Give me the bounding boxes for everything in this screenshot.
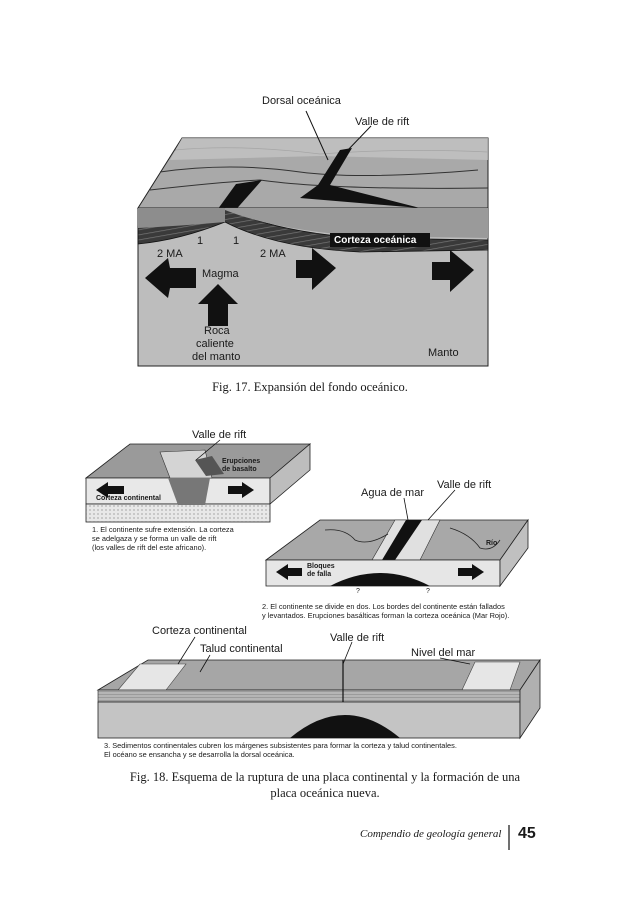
fig18-p3-caption-1: 3. Sedimentos continentales cubren los m… (104, 741, 457, 750)
fig17-label-dorsal: Dorsal oceánica (262, 95, 341, 107)
fig18-p2-arrow-right (458, 564, 484, 580)
fig18-p3-valle: Valle de rift (330, 632, 385, 644)
fig18-p2-valle: Valle de rift (437, 479, 492, 491)
fig18-p1-arrow-right (228, 482, 254, 498)
fig18-p3-caption-2: El océano se ensancha y se desarrolla la… (104, 750, 295, 759)
fig18-p2-caption-1: 2. El continente se divide en dos. Los b… (262, 602, 505, 611)
fig17-label-roca-1: Roca (204, 325, 230, 337)
fig17-label-manto: Manto (428, 347, 459, 359)
fig18-p3-talud: Talud continental (200, 643, 283, 655)
fig17-label-left-age: 2 MA (157, 248, 183, 260)
fig18-p1-caption-2: se adelgaza y se forma un valle de rift (92, 534, 217, 543)
fig17-label-magma: Magma (202, 268, 239, 280)
fig18-p2-q1: ? (356, 588, 360, 595)
fig18-p3-nivel: Nivel del mar (411, 647, 476, 659)
fig18-p2-q2: ? (426, 588, 430, 595)
fig17-caption: Fig. 17. Expansión del fondo oceánico. (212, 380, 408, 394)
fig18-p2-agua: Agua de mar (361, 487, 424, 499)
fig18-p1-valle: Valle de rift (192, 429, 247, 441)
fig17-label-roca-3: del manto (192, 351, 241, 363)
fig17-label-roca-2: caliente (196, 338, 234, 350)
fig18-p1-erupciones-2: de basalto (222, 466, 257, 473)
fig18-p1-corteza: Corteza continental (96, 495, 161, 502)
fig18-p1-arrow-left (96, 482, 124, 498)
fig18-p2-rio: Río (486, 540, 498, 547)
fig18-p3-corteza: Corteza continental (152, 625, 247, 637)
fig18-p1-erupciones-1: Erupciones (222, 458, 261, 465)
fig17-surface-lines (159, 166, 479, 177)
fig17-label-left-one: 1 (197, 235, 204, 247)
footer-book-title: Compendio de geología general (360, 828, 502, 840)
fig17-arrow-up (198, 284, 238, 326)
fig17-arrow-right-2 (432, 250, 474, 292)
fig18-caption-2: placa oceánica nueva. (270, 786, 380, 800)
fig18-p2-bloques-1: Bloques (307, 563, 335, 570)
fig18-p2-bloques-2: de falla (307, 571, 332, 578)
fig17-label-corteza: Corteza oceánica (334, 235, 417, 246)
fig18-p1-caption-1: 1. El continente sufre extensión. La cor… (92, 525, 234, 534)
fig17-label-valle: Valle de rift (355, 116, 410, 128)
fig18-caption-1: Fig. 18. Esquema de la ruptura de una pl… (129, 770, 521, 784)
fig17-label-right-age: 2 MA (260, 248, 286, 260)
fig18-p1-caption-3: (los valles de rift del este africano). (92, 543, 207, 552)
fig17-arrow-left (145, 258, 196, 298)
fig17-rift-wedge (300, 148, 420, 208)
fig17-label-right-one: 1 (233, 235, 240, 247)
fig18-p2-arrow-left (276, 564, 302, 580)
fig18-p2-caption-2: y levantados. Erupciones basálticas form… (262, 611, 510, 620)
fig17-arrow-right-1 (296, 248, 336, 290)
page-number: 45 (518, 825, 536, 842)
